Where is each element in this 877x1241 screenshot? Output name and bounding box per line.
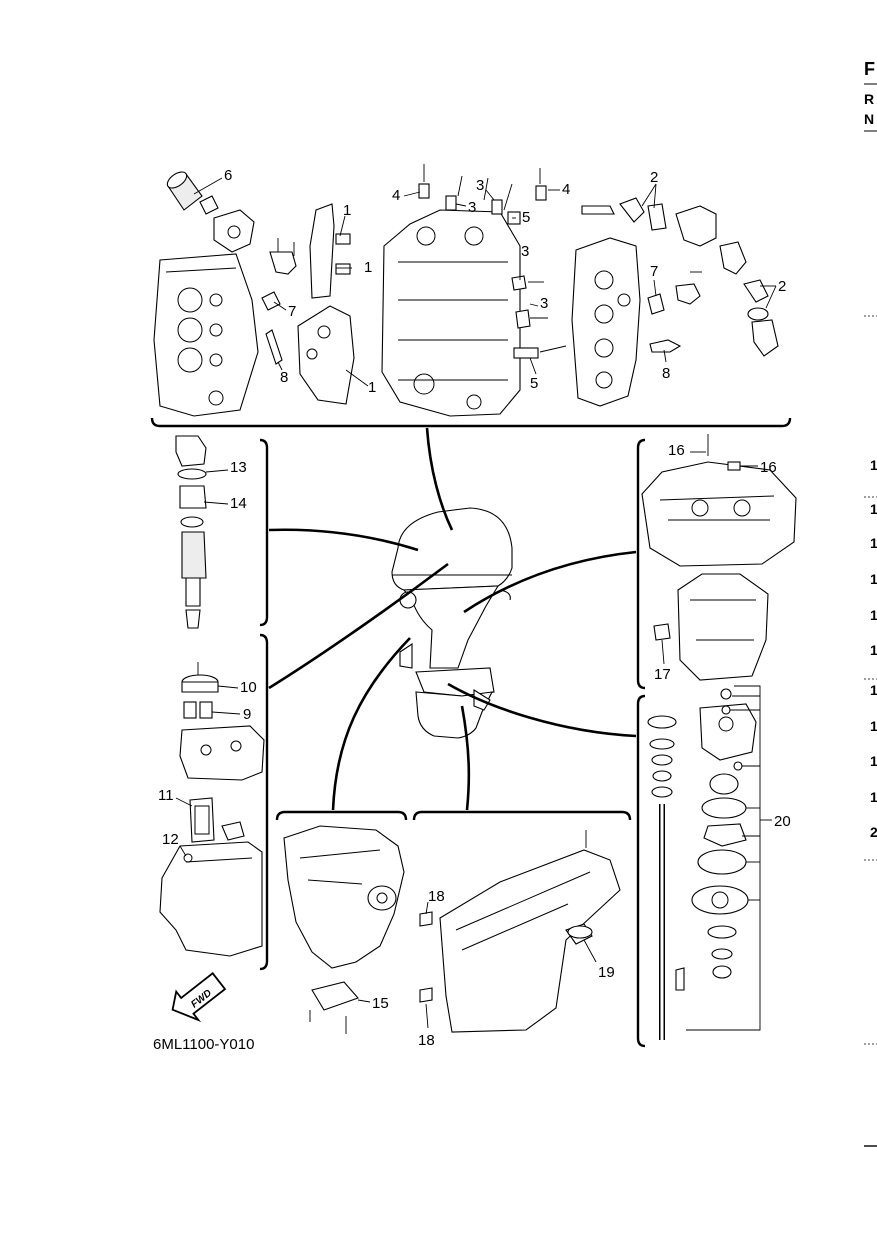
edge-digit: 1: [870, 535, 877, 551]
callout-3: 3: [468, 199, 476, 216]
cylinder-block-part: [381, 209, 521, 417]
edge-digit: 1: [870, 642, 877, 658]
bracket-top: [150, 417, 792, 428]
callout-5: 5: [522, 209, 530, 226]
outboard-motor-outline: [391, 507, 513, 739]
callout-3: 3: [476, 177, 484, 194]
water-pump-group: [647, 688, 757, 1040]
callout-1: 1: [364, 259, 372, 276]
edge-digit: 1: [870, 753, 877, 769]
edge-letter: R: [864, 91, 874, 107]
callout-17: 17: [654, 666, 671, 683]
bracket-left-lower: [259, 633, 269, 971]
bracket-bottom-mid: [275, 810, 408, 821]
callout-18: 18: [428, 888, 445, 905]
power-head-group: [153, 164, 779, 417]
callout-4: 4: [562, 181, 570, 198]
callout-11: 11: [158, 787, 174, 804]
edge-digit: 1: [870, 789, 877, 805]
callout-9: 9: [243, 706, 251, 723]
callout-13: 13: [230, 459, 247, 476]
callout-6: 6: [224, 167, 232, 184]
upper-case-group: [641, 434, 797, 681]
edge-digit: 1: [870, 571, 877, 587]
figure-code: 6ML1100-Y010: [153, 1036, 254, 1053]
exhaust-guide-group: [283, 825, 405, 1034]
callout-5: 5: [530, 375, 538, 392]
edge-digit: 1: [870, 501, 877, 517]
callout-7: 7: [288, 303, 296, 320]
group-brackets: [150, 417, 792, 1048]
callout-14: 14: [230, 495, 247, 512]
callout-12: 12: [162, 831, 179, 848]
callouts: 6 1 1 1 4 4 3 3 3 3 5 5 2 2 7: [158, 167, 791, 1049]
bracket-right-lower: [636, 694, 646, 1048]
edge-letter: F: [864, 59, 875, 79]
edge-digit: 1: [870, 457, 877, 473]
right-plug-parts: [581, 197, 779, 357]
oil-filter-part: [166, 171, 255, 253]
callout-10: 10: [240, 679, 257, 696]
callout-18: 18: [418, 1032, 435, 1049]
callout-2: 2: [778, 278, 786, 295]
callout-2: 2: [650, 169, 658, 186]
edge-digit: 1: [870, 682, 877, 698]
callout-20: 20: [774, 813, 791, 830]
lower-case-group: [419, 830, 621, 1033]
callout-3: 3: [540, 295, 548, 312]
edge-digit: 2: [870, 824, 877, 840]
edge-digit: 1: [870, 607, 877, 623]
callout-4: 4: [392, 187, 400, 204]
edge-digit: 1: [870, 718, 877, 734]
callout-1: 1: [343, 202, 351, 219]
vapor-separator-group: [159, 662, 265, 957]
callout-16: 16: [760, 459, 777, 476]
callout-1: 1: [368, 379, 376, 396]
bracket-left-upper: [259, 438, 269, 627]
right-cylinder-head-part: [571, 237, 641, 407]
exhaust-cover-part: [297, 203, 355, 405]
bracket-right-upper: [636, 438, 646, 690]
callout-19: 19: [598, 964, 615, 981]
fuel-filter-group: [175, 435, 207, 629]
callout-3: 3: [521, 243, 529, 260]
callout-8: 8: [280, 369, 288, 386]
edge-letter: N: [864, 111, 874, 127]
left-plug-parts: [261, 238, 297, 365]
right-edge-text: F R N 1 1 1 1 1 1 1 1 1 1 2: [864, 59, 877, 1147]
bracket-bottom-right: [412, 810, 632, 821]
callout-7: 7: [650, 263, 658, 280]
fwd-arrow-icon: FWD: [171, 972, 227, 1023]
block-hardware-parts: [418, 164, 567, 359]
motor-leader-lines: [268, 427, 637, 811]
callout-8: 8: [662, 365, 670, 382]
callout-15: 15: [372, 995, 389, 1012]
left-cylinder-head-part: [153, 253, 259, 417]
callout-16: 16: [668, 442, 685, 459]
